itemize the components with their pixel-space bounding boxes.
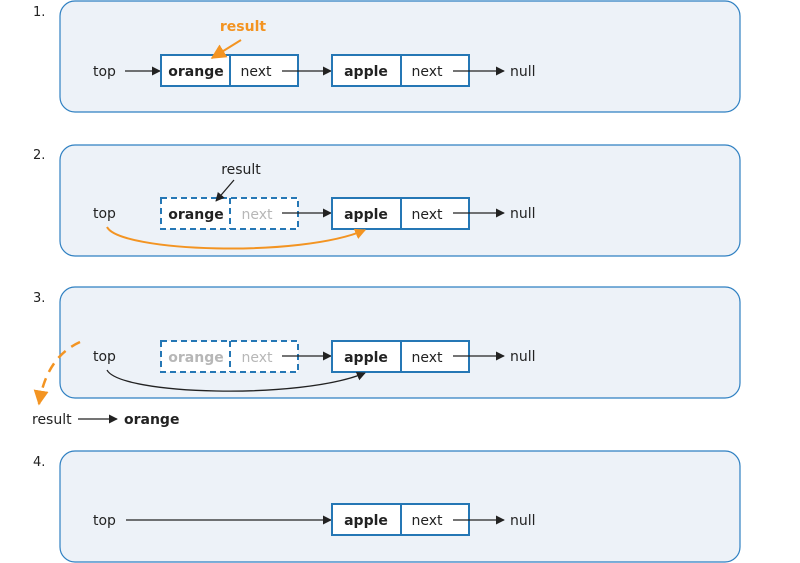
node-orange: orange next bbox=[160, 54, 299, 87]
node-value: apple bbox=[344, 64, 388, 80]
step-number: 3. bbox=[33, 291, 45, 306]
result-label: result bbox=[221, 162, 261, 178]
result-label: result bbox=[220, 19, 266, 35]
top-pointer-arrow bbox=[106, 369, 366, 392]
node-apple: apple next bbox=[331, 197, 470, 230]
step-2: 2. top orange next apple next null resul… bbox=[33, 144, 741, 257]
node-apple: apple next bbox=[331, 340, 470, 373]
node-next: next bbox=[411, 513, 443, 529]
node-orange: orange next bbox=[160, 340, 299, 373]
null-label: null bbox=[510, 513, 536, 529]
node-value: apple bbox=[344, 350, 388, 366]
null-label: null bbox=[510, 206, 536, 222]
top-label: top bbox=[93, 349, 116, 365]
step-4: 4. top apple next null bbox=[33, 450, 741, 563]
node-next: next bbox=[411, 350, 443, 366]
node-apple: apple next bbox=[331, 54, 470, 87]
step-number: 2. bbox=[33, 148, 45, 163]
top-label: top bbox=[93, 513, 116, 529]
result-pointer-arrow bbox=[210, 39, 242, 59]
node-value: apple bbox=[344, 513, 388, 529]
node-next: next bbox=[411, 64, 443, 80]
node-next: next bbox=[411, 207, 443, 223]
result-move-arrow bbox=[33, 340, 81, 406]
node-value: orange bbox=[168, 64, 223, 80]
node-value: orange bbox=[168, 207, 223, 223]
top-label: top bbox=[93, 64, 116, 80]
step-number: 4. bbox=[33, 455, 45, 470]
node-value: apple bbox=[344, 207, 388, 223]
step-1: 1. top orange next apple next null resul… bbox=[33, 0, 741, 113]
node-next: next bbox=[241, 207, 273, 223]
top-label: top bbox=[93, 206, 116, 222]
node-apple: apple next bbox=[331, 503, 470, 536]
step-number: 1. bbox=[33, 5, 45, 20]
result-pointer-arrow bbox=[215, 179, 235, 202]
null-label: null bbox=[510, 349, 536, 365]
result-label: result bbox=[32, 412, 72, 428]
node-orange: orange next bbox=[160, 197, 299, 230]
step-3: 3. top orange next apple next null resul… bbox=[32, 286, 741, 428]
node-next: next bbox=[241, 350, 273, 366]
node-next: next bbox=[240, 64, 272, 80]
node-value: orange bbox=[168, 350, 223, 366]
null-label: null bbox=[510, 64, 536, 80]
top-reassign-arrow bbox=[106, 226, 367, 250]
result-value: orange bbox=[124, 412, 179, 428]
